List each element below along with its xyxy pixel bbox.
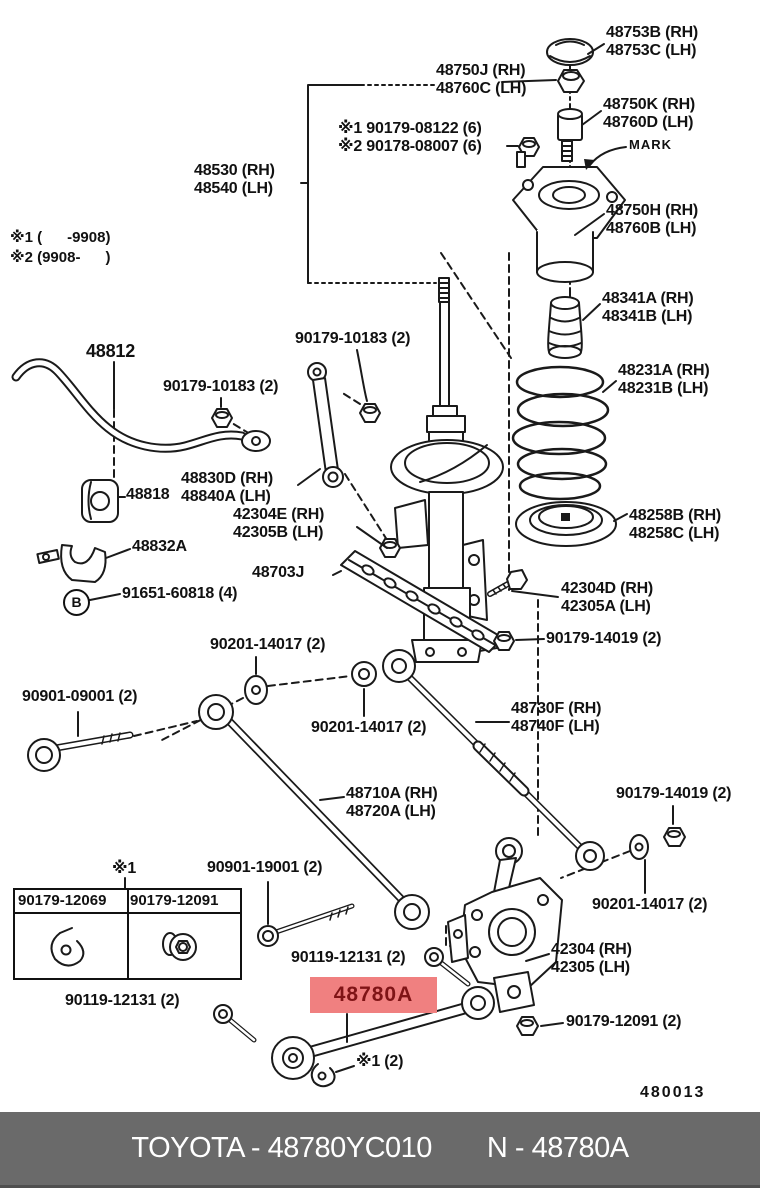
- washer-parts: [244, 661, 377, 705]
- part-label-10183b: 90179-10183 (2): [163, 378, 279, 395]
- suspension-diagram-line-art: [11, 38, 686, 1088]
- stabilizer-link-part: [307, 362, 344, 488]
- part-label-42304: 42304 (RH) 42305 (LH): [551, 941, 632, 976]
- part-label-14017a: 90201-14017 (2): [210, 636, 326, 653]
- part-label-48750J: 48750J (RH) 48760C (LH): [436, 62, 527, 97]
- refbox-clamp-icon: [50, 927, 85, 967]
- label-bracket-48530: [300, 84, 362, 284]
- lower-bolt-part: [213, 1004, 257, 1043]
- part-label-bolt6: ※1 90179-08122 (6) ※2 90178-08007 (6): [338, 120, 482, 155]
- support-nut-part: [557, 69, 585, 93]
- part-label-star12: ※1 (2): [356, 1053, 404, 1070]
- diagram-code: 480013: [640, 1084, 706, 1101]
- part-label-14017b: 90201-14017 (2): [311, 719, 427, 736]
- footer-bar: TOYOTA - 48780YC010 N - 48780A: [0, 1112, 760, 1188]
- coil-spring-part: [511, 365, 610, 501]
- callout-b-badge: B: [63, 589, 90, 616]
- support-bushing-part: [557, 108, 583, 141]
- leader-lines: [77, 43, 674, 1073]
- arm-bolt-part: [27, 731, 134, 772]
- part-label-48830: 48830D (RH) 48840A (LH): [181, 470, 274, 505]
- part-label-48812: 48812: [86, 341, 136, 361]
- arm-nut-part: [516, 1016, 539, 1036]
- stabilizer-bracket-part: [36, 544, 107, 583]
- adjust-rod-part: [382, 649, 605, 871]
- suspension-plate-part: [340, 550, 504, 653]
- strut-part: [390, 277, 504, 663]
- lateral-arm-part: [198, 694, 430, 930]
- alt-part-right-number: 90179-12091: [130, 892, 219, 909]
- part-label-48753: 48753B (RH) 48753C (LH): [606, 24, 699, 59]
- clamp-part: [310, 1063, 336, 1088]
- footer-part-reference: TOYOTA - 48780YC010: [131, 1132, 432, 1164]
- part-label-48703J: 48703J: [252, 564, 305, 581]
- refbox-nut-icon: [162, 932, 197, 961]
- part-label-14019a: 90179-14019 (2): [546, 630, 662, 647]
- part-label-14019b: 90179-14019 (2): [616, 785, 732, 802]
- part-label-09001: 90901-09001 (2): [22, 688, 138, 705]
- part-label-48750H: 48750H (RH) 48760B (LH): [606, 202, 699, 237]
- strut-rod-part: [271, 986, 495, 1080]
- camber-bolt-part: [487, 569, 528, 597]
- stabilizer-bushing-part: [81, 479, 119, 523]
- part-label-12131b: 90119-12131 (2): [65, 992, 180, 1009]
- part-label-42304D: 42304D (RH) 42305A (LH): [561, 580, 654, 615]
- part-label-12091: 90179-12091 (2): [566, 1013, 682, 1030]
- part-label-star1: ※1: [112, 860, 137, 877]
- center-nut-part: [493, 631, 515, 651]
- footer-part-number: N - 48780A: [486, 1132, 629, 1164]
- part-label-48832A: 48832A: [132, 538, 187, 555]
- spring-seat-part: [515, 501, 617, 547]
- part-label-48710A: 48710A (RH) 48720A (LH): [346, 785, 438, 820]
- part-label-14017c: 90201-14017 (2): [592, 896, 708, 913]
- part-label-48341: 48341A (RH) 48341B (LH): [602, 290, 694, 325]
- support-cap-part: [546, 38, 594, 66]
- part-label-48231: 48231A (RH) 48231B (LH): [618, 362, 710, 397]
- part-label-42304E: 42304E (RH) 42305B (LH): [233, 506, 325, 541]
- bracket-nut-part: [379, 538, 401, 558]
- part-label-48818: 48818: [126, 486, 170, 503]
- bump-stop-part: [547, 296, 583, 359]
- knuckle-part: [447, 837, 563, 1013]
- knuckle-bolt-part: [424, 947, 471, 987]
- part-label-mark: MARK: [629, 137, 672, 152]
- alt-part-left-number: 90179-12069: [18, 892, 107, 909]
- part-label-48258: 48258B (RH) 48258C (LH): [629, 507, 722, 542]
- mark-arrow: [584, 146, 627, 170]
- alt-parts-box: 90179-12069 90179-12091: [13, 888, 242, 980]
- footnote-legend: ※1 ( -9908) ※2 (9908- ): [10, 229, 111, 266]
- part-label-10183a: 90179-10183 (2): [295, 330, 411, 347]
- part-label-12131a: 90119-12131 (2): [291, 949, 406, 966]
- part-label-91651: 91651-60818 (4): [122, 585, 238, 602]
- part-label-19001: 90901-19001 (2): [207, 859, 323, 876]
- long-bolt-part: [257, 903, 355, 947]
- right-nut-washer-parts: [629, 827, 686, 860]
- link-nut-parts: [211, 403, 381, 428]
- selected-part-highlight[interactable]: 48780A: [310, 977, 437, 1013]
- part-label-48530: 48530 (RH) 48540 (LH): [194, 162, 275, 197]
- alt-parts-box-divider: [127, 890, 129, 978]
- dotted-bracket-lines: [307, 84, 437, 284]
- part-label-48730F: 48730F (RH) 48740F (LH): [511, 700, 602, 735]
- part-label-48750K: 48750K (RH) 48760D (LH): [603, 96, 696, 131]
- stabilizer-bar-part: [11, 358, 271, 453]
